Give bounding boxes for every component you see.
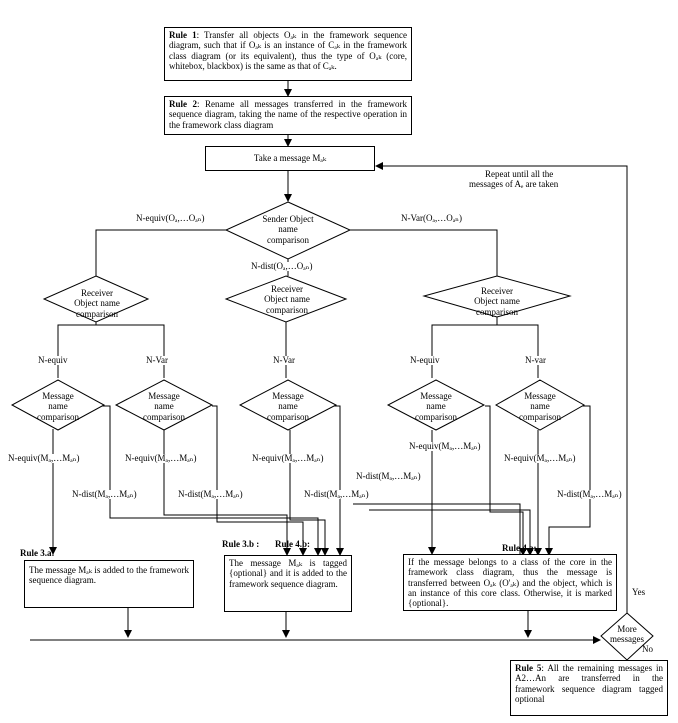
msg5-line-1: Message [524,391,556,401]
label-n-dist-msg-3: N-dist(Mₐ,…Mₐₙ) [304,489,369,499]
sender-diamond [224,201,352,260]
label-n-dist-objects: N-dist(Oₐ,…Oₐₙ) [251,261,313,271]
label-n-var-objects: N-Var(Oₐ,…Oₐₙ) [401,213,463,223]
message-diamond-3 [238,379,338,431]
receiver-left-label: Receiver Object name comparison [61,288,133,319]
label-n-dist-msg-5: N-dist(Mₐ,…Mₐₙ) [557,489,622,499]
label-n-var-mid: N-Var [273,355,295,365]
rule-1-text: : Transfer all objects Oₐₖ in the framew… [169,30,407,72]
receiver-mid-diamond [224,275,348,323]
label-yes: Yes [632,587,646,597]
label-n-equiv-msg-4: N-equiv(Mₐ,…Mₐₙ) [409,441,481,451]
rule-4a-title: Rule 4.a: [502,543,537,553]
msg1-line-2: name [48,401,68,412]
message-diamond-2 [114,379,214,431]
message-diamond-5-label: Message name comparison [507,391,573,422]
label-n-dist-msg-2: N-dist(Mₐ,…Mₐₙ) [178,489,243,499]
label-n-dist-msg-1: N-dist(Mₐ,…Mₐₙ) [72,489,137,499]
sender-label-line-3: comparison [267,234,309,245]
rule-5-text: : All the remaining messages in A2…An ar… [515,663,663,705]
more-messages-label: More messages [603,624,651,645]
msg5-line-2: name [530,401,550,412]
sender-diamond-label: Sender Object name comparison [248,214,328,245]
take-message-box: Take a message Mₐₖ [205,146,375,171]
msg3-line-3: comparison [267,411,309,422]
rule-3a-title: Rule 3.a: [20,548,55,558]
message-diamond-1 [10,379,106,431]
receiver-mid-line-2: Object name [264,294,310,305]
receiver-right-line-1: Receiver [481,286,513,296]
msg5-line-3: comparison [519,411,561,422]
msg2-line-2: name [154,401,174,412]
rule-3b-4b-text: The message Mₐₖ is tagged {optional} and… [229,558,347,589]
rule-3b-title: Rule 3.b : [222,539,260,549]
receiver-left-line-2: Object name [74,298,120,309]
msg4-line-1: Message [420,391,452,401]
message-diamond-4-label: Message name comparison [403,391,469,422]
label-n-equiv-msg-5: N-equiv(Mₐ,…Mₐₙ) [504,453,576,463]
receiver-mid-label: Receiver Object name comparison [251,284,323,315]
rule-1-box: Rule 1: Transfer all objects Oₐₖ in the … [164,27,412,81]
rule-5-box: Rule 5: All the remaining messages in A2… [510,660,668,716]
rule-3a-text: The message Mₐₖ is added to the framewor… [29,565,189,586]
receiver-mid-line-3: comparison [266,304,308,315]
message-diamond-2-label: Message name comparison [131,391,197,422]
message-diamond-3-label: Message name comparison [255,391,321,422]
rule-1-title: Rule 1 [169,30,197,40]
receiver-left-line-3: comparison [76,308,118,319]
msg4-line-3: comparison [415,411,457,422]
rule-5-title: Rule 5 [515,663,542,673]
rule-2-text: : Rename all messages transferred in the… [169,99,407,130]
label-n-dist-msg-4: N-dist(Mₐ,…Mₐₙ) [356,471,421,481]
rule-2-title: Rule 2 [169,99,198,109]
msg3-line-1: Message [272,391,304,401]
repeat-note-line-1: Repeat until all the [485,169,554,179]
label-n-equiv-msg-3: N-equiv(Mₐ,…Mₐₙ) [252,453,324,463]
take-message-text: Take a message Mₐₖ [253,153,327,163]
label-n-equiv-left: N-equiv [38,355,68,365]
rule-4b-title: Rule 4.b: [275,539,311,549]
receiver-right-line-2: Object name [474,296,520,307]
repeat-note-line-2: messages of Aₑ are taken [469,179,559,189]
rule-3a-box: The message Mₐₖ is added to the framewor… [24,560,194,608]
message-diamond-4 [386,379,486,431]
receiver-left-line-1: Receiver [81,288,113,298]
msg4-line-2: name [426,401,446,412]
msg1-line-1: Message [42,391,74,401]
label-n-equiv-msg-2: N-equiv(Mₐ,…Mₐₙ) [125,453,197,463]
more-line-1: More [617,624,637,634]
label-n-equiv-right: N-equiv [410,355,440,365]
receiver-mid-line-1: Receiver [271,284,303,294]
label-n-equiv-msg-1: N-equiv(Mₐ,…Mₐₙ) [8,453,80,463]
rule-3b-4b-box: The message Mₐₖ is tagged {optional} and… [224,555,352,612]
label-no: No [642,644,653,654]
message-diamond-5 [494,379,586,431]
rule-2-box: Rule 2: Rename all messages transferred … [164,96,412,135]
receiver-right-diamond [422,275,572,318]
message-diamond-1-label: Message name comparison [25,391,91,422]
more-line-2: messages [610,634,644,645]
rule-4a-text: If the message belongs to a class of the… [408,557,612,609]
sender-label-line-2: name [278,224,298,235]
msg1-line-3: comparison [37,411,79,422]
msg2-line-1: Message [148,391,180,401]
sender-label-line-1: Sender Object [262,214,314,224]
receiver-right-line-3: comparison [476,306,518,317]
label-n-var-left: N-Var [146,355,168,365]
msg2-line-3: comparison [143,411,185,422]
rule-4a-box: If the message belongs to a class of the… [403,554,617,611]
label-n-var-right: N-var [525,355,546,365]
receiver-left-diamond [42,275,150,323]
receiver-right-label: Receiver Object name comparison [447,286,547,317]
label-n-equiv-objects: N-equiv(Oₐ,…Oₐₙ) [136,213,205,223]
msg3-line-2: name [278,401,298,412]
